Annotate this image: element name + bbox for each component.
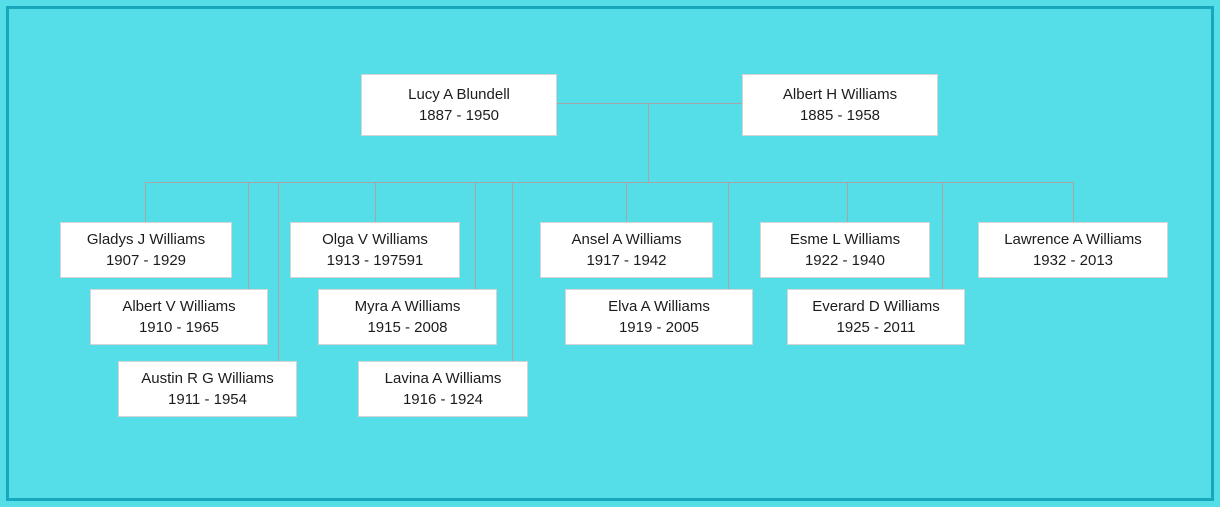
person-name: Lavina A Williams	[384, 370, 502, 387]
connector-lavina	[512, 182, 513, 361]
connector-elva	[728, 182, 729, 289]
person-years: 1911 - 1954	[168, 391, 247, 408]
person-name: Olga V Williams	[322, 231, 428, 248]
connector-myra	[475, 182, 476, 289]
person-box-albert-h-williams[interactable]: Albert H Williams 1885 - 1958	[742, 74, 938, 136]
person-name: Lawrence A Williams	[1004, 231, 1142, 248]
connector-albert-v	[248, 182, 249, 289]
person-box-lucy-a-blundell[interactable]: Lucy A Blundell 1887 - 1950	[361, 74, 557, 136]
person-name: Albert H Williams	[782, 86, 898, 103]
person-years: 1887 - 1950	[418, 107, 500, 124]
person-box-olga-v-williams[interactable]: Olga V Williams 1913 - 197591	[290, 222, 460, 278]
marriage-line	[557, 103, 742, 104]
person-name: Elva A Williams	[608, 298, 710, 315]
person-years: 1907 - 1929	[105, 252, 187, 269]
person-box-lavina-a-williams[interactable]: Lavina A Williams 1916 - 1924	[358, 361, 528, 417]
person-name: Gladys J Williams	[86, 231, 206, 248]
person-years: 1917 - 1942	[586, 252, 667, 269]
person-box-esme-l-williams[interactable]: Esme L Williams 1922 - 1940	[760, 222, 930, 278]
person-name: Albert V Williams	[122, 298, 236, 315]
connector-austin	[278, 182, 279, 361]
person-box-myra-a-williams[interactable]: Myra A Williams 1915 - 2008	[318, 289, 497, 345]
person-name: Ansel A Williams	[571, 231, 682, 248]
person-years: 1913 - 197591	[326, 252, 424, 269]
person-years: 1916 - 1924	[402, 391, 484, 408]
person-years: 1932 - 2013	[1032, 252, 1114, 269]
person-box-lawrence-a-williams[interactable]: Lawrence A Williams 1932 - 2013	[978, 222, 1168, 278]
person-name: Lucy A Blundell	[408, 86, 510, 103]
person-box-austin-r-g-williams[interactable]: Austin R G Williams 1911 - 1954	[118, 361, 297, 417]
siblings-bus-line	[145, 182, 1074, 183]
person-box-elva-a-williams[interactable]: Elva A Williams 1919 - 2005	[565, 289, 753, 345]
person-years: 1885 - 1958	[799, 107, 881, 124]
person-name: Austin R G Williams	[141, 370, 274, 387]
connector-esme	[847, 182, 848, 222]
person-name: Everard D Williams	[812, 298, 940, 315]
person-years: 1925 - 2011	[836, 319, 916, 336]
parents-descent-line	[648, 103, 649, 182]
person-years: 1915 - 2008	[367, 319, 448, 336]
person-years: 1922 - 1940	[804, 252, 886, 269]
person-years: 1910 - 1965	[138, 319, 220, 336]
person-box-albert-v-williams[interactable]: Albert V Williams 1910 - 1965	[90, 289, 268, 345]
connector-ansel	[626, 182, 627, 222]
person-years: 1919 - 2005	[618, 319, 700, 336]
person-box-everard-d-williams[interactable]: Everard D Williams 1925 - 2011	[787, 289, 965, 345]
connector-olga	[375, 182, 376, 222]
connector-everard	[942, 182, 943, 289]
person-box-gladys-j-williams[interactable]: Gladys J Williams 1907 - 1929	[60, 222, 232, 278]
person-name: Esme L Williams	[789, 231, 901, 248]
connector-gladys	[145, 182, 146, 222]
connector-lawrence	[1073, 182, 1074, 222]
person-box-ansel-a-williams[interactable]: Ansel A Williams 1917 - 1942	[540, 222, 713, 278]
person-name: Myra A Williams	[354, 298, 461, 315]
